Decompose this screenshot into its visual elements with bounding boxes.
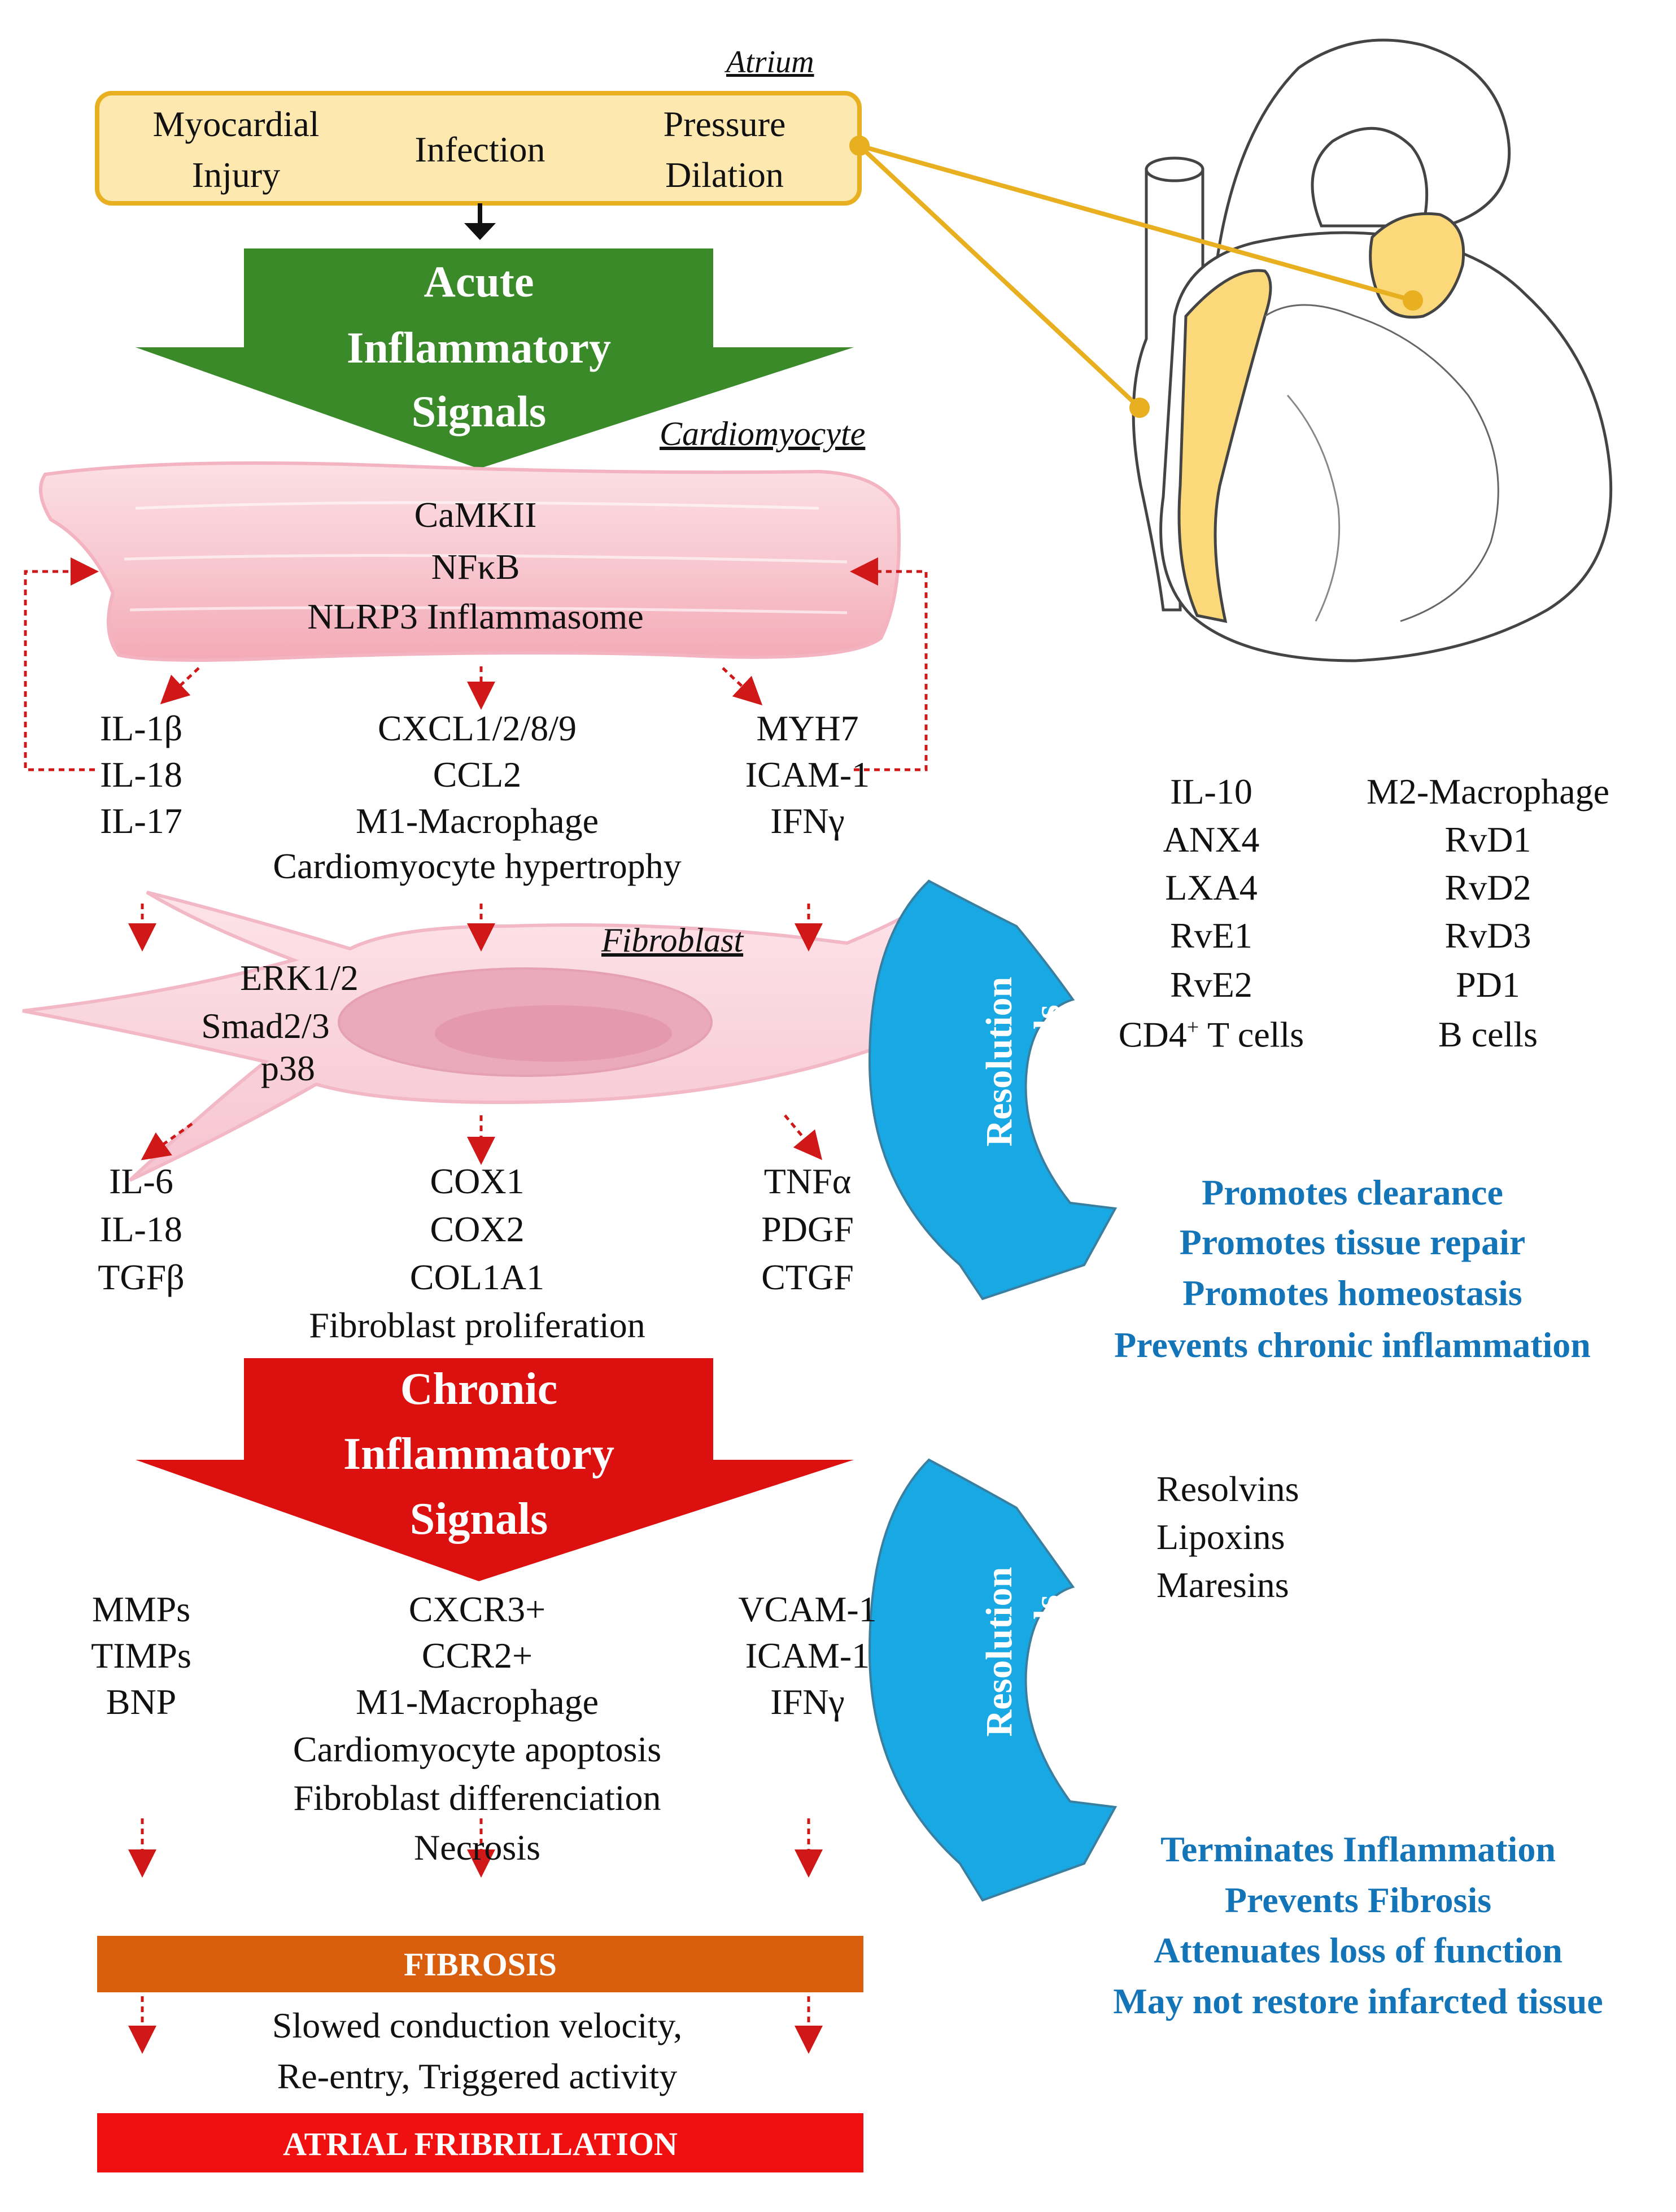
resolution-1-label-1: Resolution [979, 976, 1020, 1147]
res1-col2-2: RvD2 [1444, 867, 1531, 908]
resolution-arrow-1 [868, 879, 1118, 1301]
acute-arrow [136, 248, 854, 469]
chronic-left-2: BNP [106, 1682, 177, 1722]
fibro-center-1: COX2 [430, 1209, 525, 1249]
fibrosis-label: FIBROSIS [404, 1946, 557, 1983]
res2-effect-0: Terminates Inflammation [1160, 1829, 1556, 1869]
trigger-injury: Injury [191, 155, 281, 195]
atrium-label: Atrium [726, 45, 814, 80]
af-bar [97, 2113, 863, 2172]
cardio-right-2: IFNγ [770, 801, 845, 841]
chronic-center-2: M1-Macrophage [355, 1682, 599, 1722]
chronic-title-2: Inflammatory [343, 1429, 614, 1479]
cardio-center-2: M1-Macrophage [355, 801, 599, 841]
trigger-myocardial: Myocardial [152, 104, 320, 144]
res2-effect-1: Prevents Fibrosis [1224, 1880, 1492, 1920]
acute-title-2: Inflammatory [347, 323, 611, 372]
cardio-center-3: Cardiomyocyte hypertrophy [273, 846, 682, 886]
fibro-left-2: TGFβ [98, 1257, 185, 1297]
trigger-dilation: Dilation [665, 155, 784, 195]
res1-effect-3: Prevents chronic inflammation [1114, 1325, 1591, 1365]
fibro-right-1: PDGF [761, 1209, 854, 1249]
resolution-arrow-2 [868, 1458, 1118, 1902]
chronic-arrow [136, 1358, 854, 1581]
resolution-2-label-1: Resolution [979, 1567, 1020, 1737]
acute-title-3: Signals [411, 387, 547, 436]
chronic-title-3: Signals [409, 1494, 548, 1544]
fibro-signal-erk: ERK1/2 [240, 958, 359, 998]
res1-effect-1: Promotes tissue repair [1179, 1222, 1526, 1262]
cardiomyocyte-label: Cardiomyocyte [660, 415, 866, 452]
resolution-2-label-2: Signals [1027, 1595, 1068, 1709]
trigger-infection: Infection [414, 129, 545, 169]
res1-col2-0: M2-Macrophage [1366, 771, 1610, 811]
fibrosis-effects-2: Re-entry, Triggered activity [277, 2056, 678, 2096]
cardio-left-0: IL-1β [99, 708, 183, 748]
res1-col2-1: RvD1 [1444, 819, 1531, 860]
res1-col1-2: LXA4 [1165, 867, 1258, 908]
res1-col2-5: B cells [1438, 1014, 1538, 1054]
chronic-right-0: VCAM-1 [738, 1589, 877, 1629]
fibro-left-1: IL-18 [100, 1209, 182, 1249]
res1-effect-0: Promotes clearance [1202, 1172, 1503, 1212]
res2-effect-2: Attenuates loss of function [1154, 1930, 1562, 1970]
cardio-right-0: MYH7 [756, 708, 859, 748]
fibro-right-0: TNFα [763, 1161, 852, 1201]
cardio-signal-nfkb: NFκB [431, 547, 520, 587]
fibro-right-2: CTGF [761, 1257, 854, 1297]
heart-illustration [1132, 38, 1613, 662]
fibro-left-0: IL-6 [109, 1161, 173, 1201]
chronic-center-4: Fibroblast differenciation [293, 1778, 661, 1818]
res1-col2-4: PD1 [1456, 965, 1520, 1005]
res2-effect-3: May not restore infarcted tissue [1113, 1981, 1603, 2021]
res2-mediator-1: Lipoxins [1156, 1517, 1285, 1557]
fibroblast-label: Fibroblast [601, 922, 744, 959]
fibro-center-3: Fibroblast proliferation [309, 1305, 645, 1345]
chronic-center-1: CCR2+ [421, 1635, 533, 1676]
chronic-left-0: MMPs [91, 1589, 191, 1629]
fibrosis-bar [97, 1936, 863, 1992]
chronic-title-1: Chronic [400, 1364, 558, 1414]
res1-effect-2: Promotes homeostasis [1182, 1273, 1522, 1313]
chronic-center-5: Necrosis [414, 1827, 540, 1868]
cardio-left-1: IL-18 [100, 754, 182, 795]
res1-col1-3: RvE1 [1170, 915, 1252, 956]
down-arrow-black [464, 203, 496, 240]
chronic-center-3: Cardiomyocyte apoptosis [293, 1729, 662, 1769]
cardiomyocyte-striations [124, 501, 848, 614]
fibro-center-0: COX1 [430, 1161, 525, 1201]
cardio-right-1: ICAM-1 [745, 754, 870, 795]
cardio-signal-nlrp3: NLRP3 Inflammasome [307, 596, 644, 636]
fibro-center-2: COL1A1 [409, 1257, 545, 1297]
feedback-loop-left [24, 557, 99, 771]
red-dashed-arrows [128, 666, 823, 2054]
res2-mediator-2: Maresins [1156, 1565, 1289, 1605]
acute-title-1: Acute [424, 257, 534, 306]
res2-mediator-0: Resolvins [1156, 1469, 1299, 1509]
res1-col2-3: RvD3 [1444, 915, 1531, 956]
feedback-loop-right [850, 557, 928, 771]
fibrosis-effects-1: Slowed conduction velocity, [272, 2005, 683, 2045]
cardio-center-0: CXCL1/2/8/9 [377, 708, 577, 748]
cardio-center-1: CCL2 [433, 754, 522, 795]
cardio-left-2: IL-17 [100, 801, 182, 841]
atrium-pointer-lines [849, 136, 1423, 418]
cardio-signal-camkii: CaMKII [414, 495, 537, 535]
res1-col1-1: ANX4 [1163, 819, 1260, 860]
fibro-signal-smad: Smad2/3 [201, 1006, 330, 1046]
chronic-center-0: CXCR3+ [408, 1589, 546, 1629]
chronic-left-1: TIMPs [91, 1635, 191, 1676]
res1-col1-0: IL-10 [1170, 771, 1252, 811]
res1-col1-4: RvE2 [1170, 965, 1252, 1005]
trigger-pressure: Pressure [663, 104, 786, 144]
af-label: ATRIAL FRIBRILLATION [283, 2126, 678, 2162]
chronic-right-1: ICAM-1 [745, 1635, 870, 1676]
fibro-signal-p38: p38 [261, 1048, 315, 1088]
chronic-right-2: IFNγ [770, 1682, 845, 1722]
resolution-1-label-2: Signals [1027, 1005, 1068, 1119]
res1-cd4-t-cells: CD4+ T cells [1118, 1014, 1304, 1055]
